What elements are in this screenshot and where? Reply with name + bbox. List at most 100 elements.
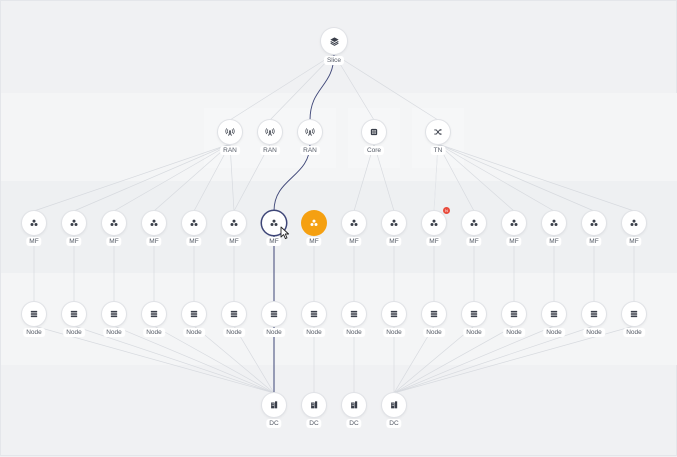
dc-node-4-label: DC: [386, 419, 402, 428]
server-node-16[interactable]: [622, 302, 646, 326]
server-node-7[interactable]: [262, 302, 286, 326]
cluster-icon: [429, 218, 439, 228]
link-ran0-mf3: [153, 143, 231, 212]
mf-node-8[interactable]: [302, 211, 326, 235]
dc-node-1[interactable]: [262, 393, 286, 417]
server-icon: [549, 309, 559, 319]
link-slice-to-1: [269, 53, 335, 121]
mf-node-14-label: MF: [546, 237, 562, 246]
mf-node-7-label: MF: [266, 237, 282, 246]
link-node0-dc0: [33, 325, 275, 394]
alert-badge: N: [443, 207, 450, 214]
dc-node-2[interactable]: [302, 393, 326, 417]
cluster-icon: [149, 218, 159, 228]
mf-node-4-label: MF: [146, 237, 162, 246]
mf-node-2-label: MF: [66, 237, 82, 246]
tn-node[interactable]: [426, 120, 450, 144]
link-tn-mf12: [437, 143, 515, 212]
mf-node-5[interactable]: [182, 211, 206, 235]
dc-node-4[interactable]: [382, 393, 406, 417]
server-node-6[interactable]: [222, 302, 246, 326]
link-slice-to-3: [333, 53, 375, 121]
ran-node-3[interactable]: [298, 120, 322, 144]
mf-node-3[interactable]: [102, 211, 126, 235]
server-icon: [109, 309, 119, 319]
dc-node-3[interactable]: [342, 393, 366, 417]
server-node-12-label: Node: [463, 328, 485, 337]
mf-node-12[interactable]: [462, 211, 486, 235]
mf-node-13[interactable]: [502, 211, 526, 235]
mf-node-16-label: MF: [626, 237, 642, 246]
mf-node-1-label: MF: [26, 237, 42, 246]
mf-node-10-label: MF: [386, 237, 402, 246]
server-icon: [69, 309, 79, 319]
server-icon: [429, 309, 439, 319]
link-node10-dc3: [393, 325, 435, 394]
server-node-1[interactable]: [22, 302, 46, 326]
link-node5-dc0: [233, 325, 275, 394]
mf-node-14[interactable]: [542, 211, 566, 235]
cluster-icon: [549, 218, 559, 228]
slice-node[interactable]: [321, 28, 347, 54]
core-node-label: Core: [363, 146, 385, 155]
mf-node-2[interactable]: [62, 211, 86, 235]
cluster-icon: [469, 218, 479, 228]
dc-node-2-label: DC: [306, 419, 322, 428]
mf-node-5-label: MF: [186, 237, 202, 246]
server-node-9[interactable]: [342, 302, 366, 326]
server-icon: [389, 309, 399, 319]
link-tn-mf11: [437, 143, 475, 212]
link-core-mf8: [353, 143, 375, 212]
cluster-icon: [29, 218, 39, 228]
link-ran0-mf5: [229, 143, 235, 212]
link-ran0-mf4: [193, 143, 231, 212]
link-node15-dc3: [393, 325, 635, 394]
server-node-8[interactable]: [302, 302, 326, 326]
link-ran1-mf5: [233, 143, 271, 212]
ran-node-1-label: RAN: [220, 146, 240, 155]
mf-node-1[interactable]: [22, 211, 46, 235]
link-slice-to-0: [229, 53, 335, 121]
mf-node-12-label: MF: [466, 237, 482, 246]
mf-node-9[interactable]: [342, 211, 366, 235]
server-node-14[interactable]: [542, 302, 566, 326]
cluster-icon: [349, 218, 359, 228]
link-node13-dc3: [393, 325, 555, 394]
ran-node-2[interactable]: [258, 120, 282, 144]
mf-node-6-label: MF: [226, 237, 242, 246]
mf-node-6[interactable]: [222, 211, 246, 235]
mf-node-11[interactable]: [422, 211, 446, 235]
link-ran0-mf2: [113, 143, 231, 212]
server-node-13[interactable]: [502, 302, 526, 326]
cluster-icon: [269, 218, 279, 228]
mf-node-15[interactable]: [582, 211, 606, 235]
mf-node-16[interactable]: [622, 211, 646, 235]
building-icon: [269, 400, 279, 410]
link-node2-dc0: [113, 325, 275, 394]
core-node[interactable]: [362, 120, 386, 144]
server-node-11[interactable]: [422, 302, 446, 326]
server-node-3[interactable]: [102, 302, 126, 326]
server-node-4-label: Node: [143, 328, 165, 337]
server-node-10[interactable]: [382, 302, 406, 326]
mf-node-9-label: MF: [346, 237, 362, 246]
server-node-13-label: Node: [503, 328, 525, 337]
mf-node-3-label: MF: [106, 237, 122, 246]
mf-node-13-label: MF: [506, 237, 522, 246]
slice-node-label: Slice: [323, 56, 345, 65]
ran-node-1[interactable]: [218, 120, 242, 144]
server-node-5[interactable]: [182, 302, 206, 326]
mf-node-10[interactable]: [382, 211, 406, 235]
server-node-2[interactable]: [62, 302, 86, 326]
server-node-2-label: Node: [63, 328, 85, 337]
mf-node-4[interactable]: [142, 211, 166, 235]
link-slice-to-4: [333, 53, 439, 121]
server-icon: [509, 309, 519, 319]
server-node-4[interactable]: [142, 302, 166, 326]
server-node-15[interactable]: [582, 302, 606, 326]
cluster-icon: [189, 218, 199, 228]
server-node-12[interactable]: [462, 302, 486, 326]
server-node-14-label: Node: [543, 328, 565, 337]
